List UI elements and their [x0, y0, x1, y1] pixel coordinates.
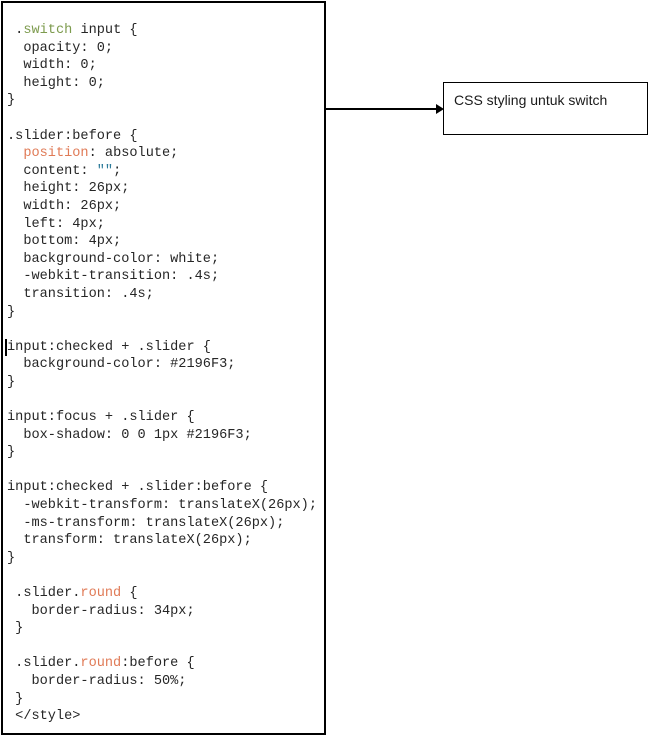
code-token: } — [7, 550, 16, 566]
callout-label: CSS styling untuk switch — [454, 92, 608, 108]
code-line: left: 4px; — [7, 216, 324, 234]
code-token: } — [7, 374, 16, 390]
code-token: border-radius: 50%; — [7, 673, 187, 689]
code-line — [7, 321, 324, 339]
code-line: transition: .4s; — [7, 286, 324, 304]
code-token: } — [7, 691, 24, 707]
code-token: box-shadow: 0 0 1px #2196F3; — [7, 427, 252, 443]
code-token: height: 26px; — [7, 181, 130, 197]
code-line: height: 26px; — [7, 180, 324, 198]
code-token: bottom: 4px; — [7, 234, 122, 250]
code-line: content: ""; — [7, 163, 324, 181]
code-token-highlighted: "" — [96, 163, 114, 179]
code-line: .slider.round:before { — [7, 655, 324, 673]
code-token: input { — [72, 23, 138, 38]
connector-arrowhead-icon — [436, 104, 444, 114]
code-token: transform: translateX(26px); — [7, 533, 252, 549]
code-line: -webkit-transition: .4s; — [7, 268, 324, 286]
code-token: left: 4px; — [7, 216, 105, 232]
code-line: .slider.round { — [7, 585, 324, 603]
code-token: .slider:before { — [7, 128, 138, 144]
connector-arrow-line — [326, 108, 438, 110]
code-line: } — [7, 550, 324, 568]
code-token: -ms-transform: translateX(26px); — [7, 515, 285, 531]
text-cursor — [5, 338, 7, 356]
code-token: . — [7, 23, 24, 38]
code-token: content: — [7, 163, 97, 179]
code-token-highlighted: round — [80, 586, 122, 601]
code-line — [7, 391, 324, 409]
code-token: .slider. — [7, 656, 81, 672]
code-line: position: absolute; — [7, 145, 324, 163]
code-token: .slider. — [7, 586, 81, 601]
code-line: } — [7, 691, 324, 709]
code-line: } — [7, 92, 324, 110]
code-token-highlighted: round — [80, 656, 122, 672]
code-line: } — [7, 444, 324, 462]
code-token: { — [121, 586, 138, 601]
code-line: box-shadow: 0 0 1px #2196F3; — [7, 427, 324, 445]
code-token: width: 26px; — [7, 198, 122, 214]
code-token: background-color: white; — [7, 251, 220, 267]
code-panel[interactable]: .switch input { opacity: 0; width: 0; he… — [1, 1, 326, 735]
code-token: opacity: 0; — [7, 40, 114, 56]
code-token — [7, 146, 23, 161]
code-line: input:checked + .slider { — [5, 338, 324, 357]
code-lines[interactable]: .switch input { opacity: 0; width: 0; he… — [3, 3, 324, 726]
callout-box[interactable]: CSS styling untuk switch — [443, 82, 648, 135]
code-line: background-color: white; — [7, 251, 324, 269]
code-line: </style> — [7, 708, 324, 726]
code-line: -ms-transform: translateX(26px); — [7, 515, 324, 533]
code-line — [7, 110, 324, 128]
code-token: -webkit-transition: .4s; — [7, 269, 220, 285]
code-line: width: 0; — [7, 57, 324, 75]
code-token: } — [7, 445, 16, 461]
code-token-highlighted: switch — [23, 23, 73, 38]
code-line: input:focus + .slider { — [7, 409, 324, 427]
code-token: width: 0; — [7, 58, 97, 74]
code-line: .switch input { — [7, 22, 324, 40]
code-line: } — [7, 374, 324, 392]
code-token: background-color: #2196F3; — [7, 357, 236, 373]
code-token: : absolute; — [88, 146, 179, 162]
code-token: border-radius: 34px; — [7, 603, 195, 619]
code-token: } — [7, 93, 16, 109]
code-line: } — [7, 304, 324, 322]
code-line — [7, 462, 324, 480]
code-token: ; — [113, 163, 122, 179]
code-line: .slider:before { — [7, 128, 324, 146]
code-line: width: 26px; — [7, 198, 324, 216]
code-line: } — [7, 620, 324, 638]
code-line: background-color: #2196F3; — [7, 356, 324, 374]
code-line: transform: translateX(26px); — [7, 532, 324, 550]
code-line — [7, 567, 324, 585]
code-line: bottom: 4px; — [7, 233, 324, 251]
code-token-highlighted: position — [23, 146, 89, 162]
code-token: } — [7, 621, 24, 637]
code-line: opacity: 0; — [7, 40, 324, 58]
code-token: transition: .4s; — [7, 286, 154, 302]
code-token: height: 0; — [7, 75, 105, 91]
code-token: -webkit-transform: translateX(26px); — [7, 498, 317, 514]
code-line: -webkit-transform: translateX(26px); — [7, 497, 324, 515]
code-line — [7, 638, 324, 656]
code-token: :before { — [121, 656, 195, 672]
code-line: height: 0; — [7, 75, 324, 93]
code-token: input:checked + .slider { — [7, 339, 211, 355]
code-token: input:checked + .slider:before { — [7, 480, 269, 496]
code-line: input:checked + .slider:before { — [7, 479, 324, 497]
code-line: border-radius: 50%; — [7, 673, 324, 691]
code-token: } — [7, 304, 16, 320]
code-token: input:focus + .slider { — [7, 410, 195, 426]
code-line: border-radius: 34px; — [7, 603, 324, 621]
code-token: </style> — [7, 709, 81, 725]
